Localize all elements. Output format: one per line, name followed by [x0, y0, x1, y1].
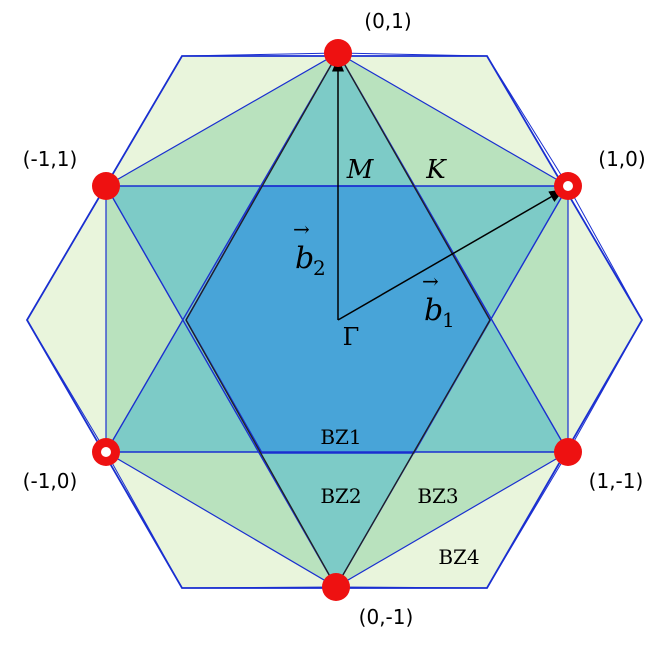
dark-edges	[185, 52, 491, 588]
svg-text:1: 1	[442, 308, 455, 332]
lattice-point-neg1-1	[92, 172, 120, 200]
b1-vector-arrow	[337, 189, 565, 321]
label-k-point: K	[425, 155, 447, 185]
lattice-points	[92, 39, 582, 601]
svg-text:b: b	[295, 241, 314, 276]
lattice-point-0-1	[324, 39, 352, 67]
label-point-neg1-1: (-1,1)	[23, 147, 78, 171]
label-point-1-neg1: (1,-1)	[589, 469, 644, 493]
label-m-point: M	[346, 155, 375, 185]
label-point-neg1-0: (-1,0)	[23, 469, 78, 493]
label-point-1-0: (1,0)	[598, 147, 645, 171]
label-bz2: BZ2	[320, 484, 361, 508]
b2-arrow-accent: →	[293, 217, 310, 241]
label-b2-vector: b 2 →	[293, 217, 326, 280]
star-edges	[105, 52, 569, 588]
svg-text:2: 2	[313, 256, 326, 280]
label-gamma-point: Γ	[343, 323, 360, 351]
label-bz1: BZ1	[320, 425, 361, 449]
lattice-point-1-0-hole	[563, 181, 573, 191]
label-bz4: BZ4	[438, 545, 479, 569]
lattice-point-0-neg1	[322, 573, 350, 601]
label-bz3: BZ3	[417, 484, 458, 508]
b1-arrow-accent: →	[422, 269, 439, 293]
outer-edges	[26, 52, 643, 589]
svg-text:b: b	[424, 293, 443, 328]
lattice-point-neg1-0-hole	[101, 447, 111, 457]
label-b1-vector: b 1 →	[422, 269, 455, 332]
label-point-0-1: (0,1)	[364, 9, 411, 33]
label-point-0-neg1: (0,-1)	[359, 605, 414, 629]
lattice-point-1-neg1	[554, 438, 582, 466]
